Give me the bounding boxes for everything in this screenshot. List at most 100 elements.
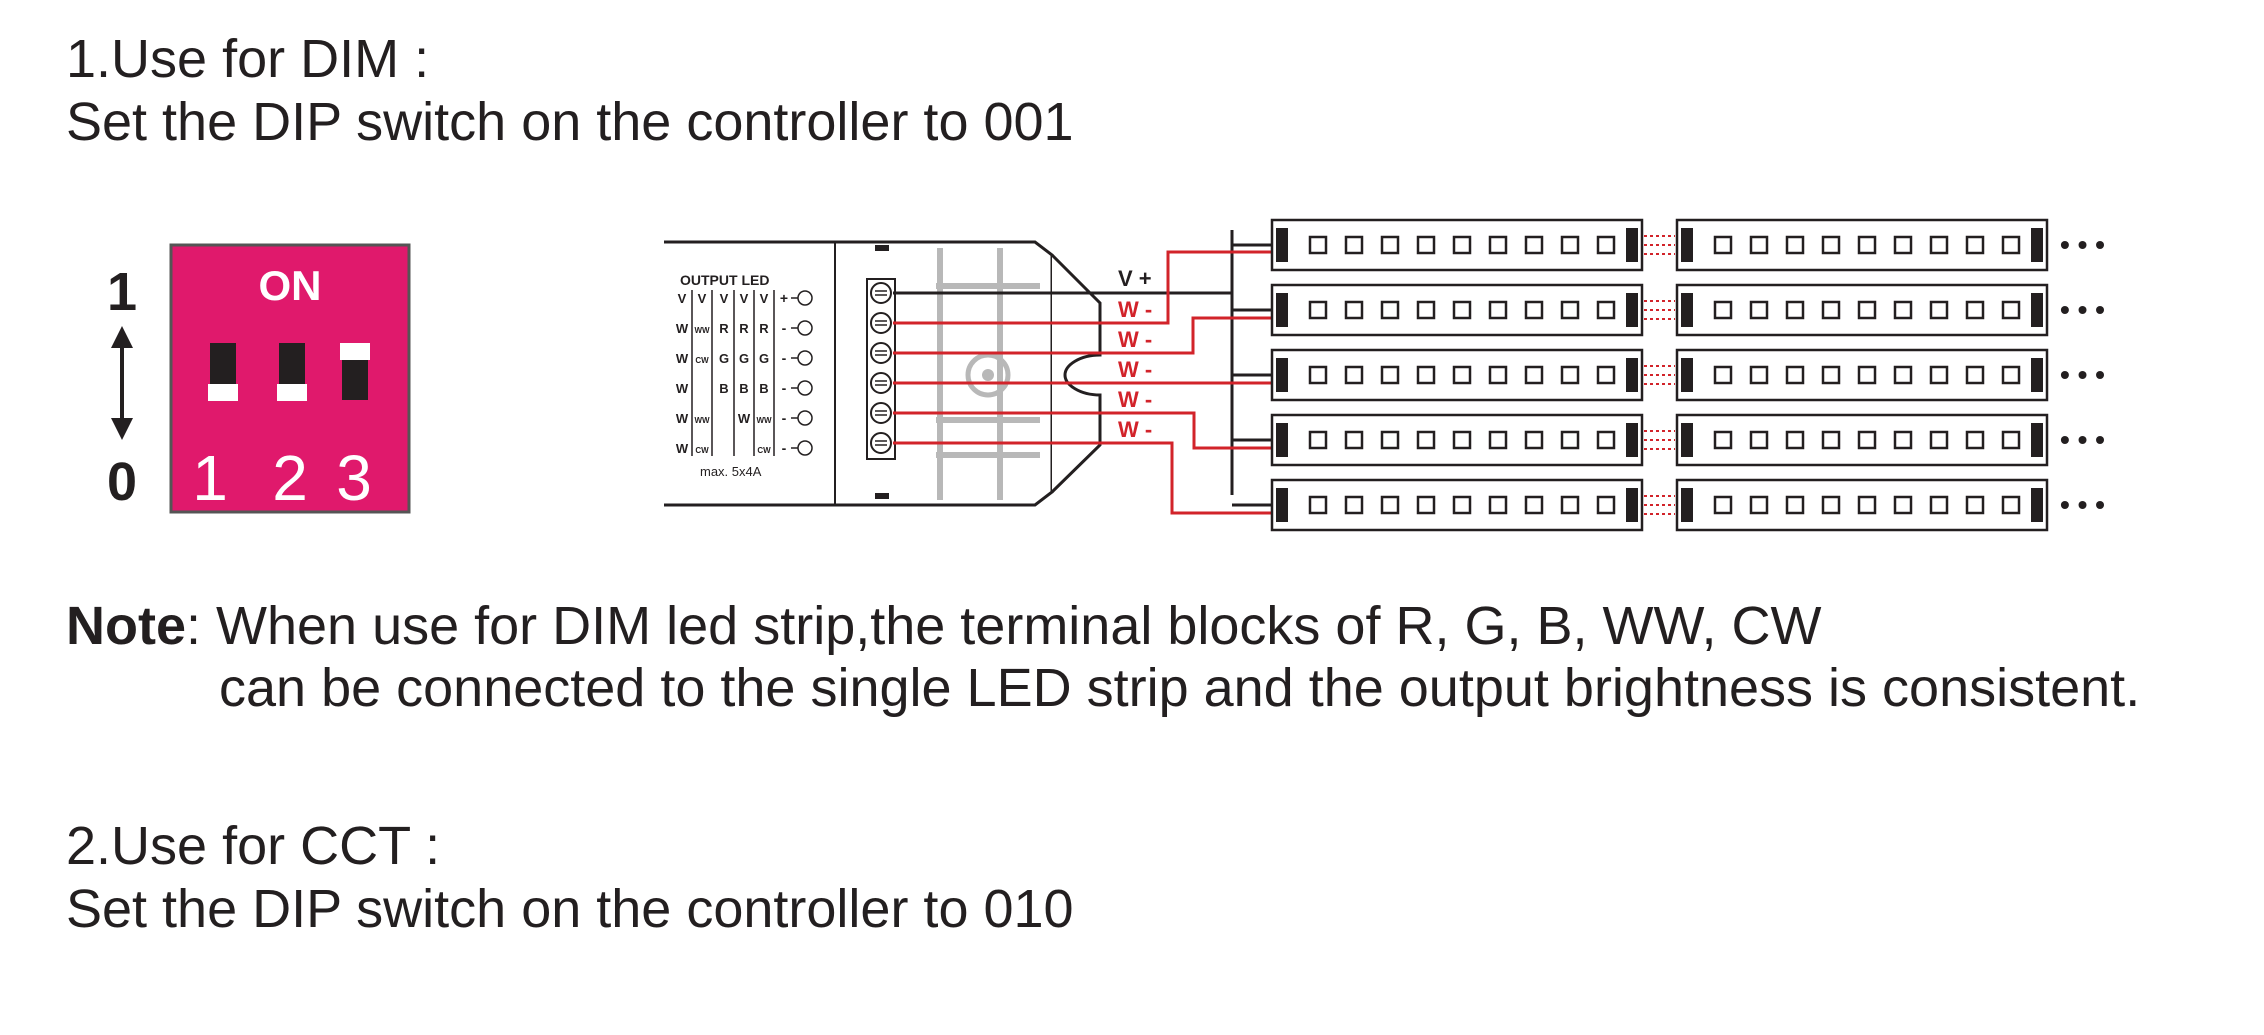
led-chip-icon — [1929, 495, 1949, 515]
axis-low-label: 0 — [107, 452, 137, 512]
controller-label: W — [676, 351, 689, 366]
led-chip-icon — [1380, 495, 1400, 515]
wire-label: V + — [1118, 266, 1152, 291]
note-line-1: Note: When use for DIM led strip,the ter… — [66, 595, 1821, 657]
led-chip-icon — [1560, 430, 1580, 450]
led-chip-icon — [1713, 300, 1733, 320]
continuation-dots: • • • — [2060, 359, 2105, 390]
led-chip-icon — [1380, 365, 1400, 385]
led-chip-icon — [1821, 430, 1841, 450]
controller-mount-hole — [965, 352, 1011, 398]
led-chip-icon — [1929, 430, 1949, 450]
led-chip-icon — [1344, 365, 1364, 385]
note-label: Note — [66, 596, 186, 656]
led-chip-icon — [1965, 365, 1985, 385]
output-led-title: OUTPUT LED — [680, 272, 769, 288]
led-chip-icon — [1560, 495, 1580, 515]
terminal-screws — [870, 282, 892, 454]
controller-label: G — [759, 351, 769, 366]
led-chip-icon — [1452, 495, 1472, 515]
led-chip-icon — [1308, 235, 1328, 255]
led-chip-icon — [1344, 430, 1364, 450]
led-chip-icon — [1821, 495, 1841, 515]
led-chip-icon — [1785, 430, 1805, 450]
controller-label: WW — [756, 416, 772, 425]
led-chip-icon — [1344, 235, 1364, 255]
led-chip-icon — [1452, 235, 1472, 255]
dip-number-1: 1 — [192, 442, 228, 514]
terminal-block — [866, 278, 896, 460]
led-chip-icon — [1488, 300, 1508, 320]
polarity-label: - — [782, 410, 787, 426]
led-chip-icon — [1308, 495, 1328, 515]
section2-title: 2.Use for CCT : — [66, 816, 441, 876]
controller-label: V — [760, 291, 769, 306]
dip-axis: 1 0 — [107, 262, 137, 512]
led-chip-icon — [1308, 365, 1328, 385]
strip-end-pad — [1626, 488, 1638, 522]
arrow-up-icon — [111, 326, 133, 348]
led-chip-icon — [1929, 235, 1949, 255]
terminal-screw — [870, 342, 892, 364]
strip-end-pad — [1276, 228, 1288, 262]
led-strip-row: • • • — [1270, 283, 2105, 337]
wire-negative — [893, 441, 1276, 515]
strip-end-pad — [1681, 423, 1693, 457]
strip-end-pad — [2031, 228, 2043, 262]
led-chip-icon — [1596, 430, 1616, 450]
led-chip-icon — [1893, 365, 1913, 385]
led-strip-segment — [1675, 218, 2049, 272]
led-chip-icon — [1713, 235, 1733, 255]
controller-label: WW — [694, 326, 710, 335]
led-chip-icon — [1560, 300, 1580, 320]
led-chip-icon — [1596, 495, 1616, 515]
controller-label: W — [676, 441, 689, 456]
led-chip-icon — [2001, 300, 2021, 320]
dip-switch: ON 1 2 3 — [169, 243, 411, 514]
wire-label: W - — [1118, 327, 1152, 352]
led-chip-icon — [1929, 365, 1949, 385]
led-chip-icon — [1821, 365, 1841, 385]
terminal-circle — [797, 380, 813, 396]
led-chip-icon — [1308, 300, 1328, 320]
led-strip-segment — [1270, 478, 1644, 532]
strip-end-pad — [1626, 228, 1638, 262]
led-chip-icon — [1893, 235, 1913, 255]
led-chip-icon — [1560, 365, 1580, 385]
dip-number-3: 3 — [336, 442, 372, 514]
controller-label: WW — [694, 416, 710, 425]
led-strip-row: • • • — [1270, 478, 2105, 532]
max-rating-label: max. 5x4A — [700, 464, 762, 479]
led-chip-icon — [1749, 430, 1769, 450]
polarity-label: - — [782, 380, 787, 396]
led-chip-icon — [1857, 430, 1877, 450]
led-strip-row: • • • — [1270, 348, 2105, 402]
controller-label: B — [739, 381, 748, 396]
led-chip-icon — [2001, 235, 2021, 255]
strip-end-pad — [2031, 293, 2043, 327]
wire-label: W - — [1118, 387, 1152, 412]
led-chip-icon — [1308, 430, 1328, 450]
terminal-circle — [797, 440, 813, 456]
led-chip-icon — [1713, 495, 1733, 515]
dip-toggles — [208, 343, 370, 401]
strip-end-pad — [1681, 488, 1693, 522]
led-chip-icon — [1344, 300, 1364, 320]
dip-toggle-knob-2 — [277, 384, 307, 401]
controller-grid — [936, 248, 1040, 500]
led-chip-icon — [1488, 235, 1508, 255]
led-chip-icon — [1488, 430, 1508, 450]
controller-label: W — [676, 381, 689, 396]
terminal-circle — [797, 320, 813, 336]
terminal-screw — [870, 372, 892, 394]
led-chip-icon — [1857, 235, 1877, 255]
led-chip-icon — [1596, 365, 1616, 385]
strip-end-pad — [1276, 358, 1288, 392]
section1-instruction: Set the DIP switch on the controller to … — [66, 92, 1074, 152]
wire-negative — [893, 316, 1276, 355]
controller-label: R — [719, 321, 729, 336]
strip-end-pad — [2031, 488, 2043, 522]
strip-end-pad — [1626, 358, 1638, 392]
led-chip-icon — [1785, 365, 1805, 385]
